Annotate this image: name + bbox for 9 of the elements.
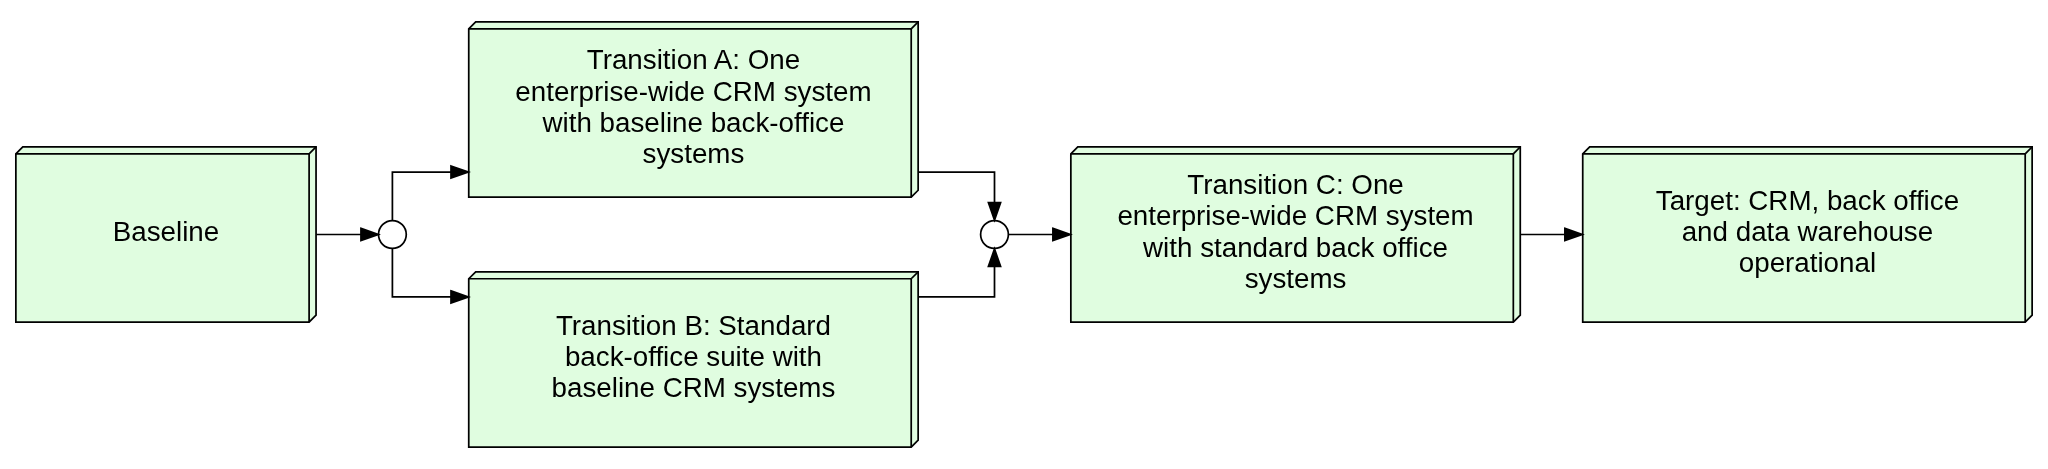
arrow [391, 248, 471, 305]
arrow [1008, 227, 1073, 242]
node-circle [377, 219, 408, 250]
arrow [1519, 227, 1585, 242]
node-circle [979, 219, 1010, 250]
arrow [917, 246, 1002, 298]
arrow [315, 227, 381, 242]
arrow [391, 164, 471, 221]
arrow [917, 171, 1002, 223]
